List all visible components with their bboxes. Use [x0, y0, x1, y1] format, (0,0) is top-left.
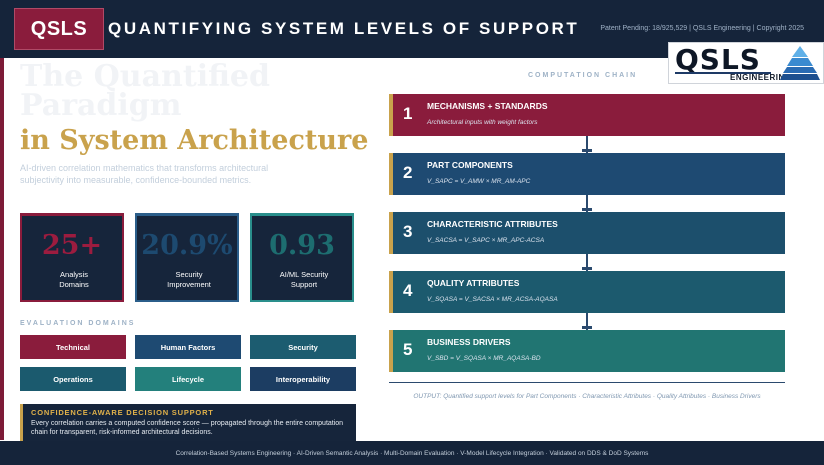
- step-number: 5: [403, 340, 413, 359]
- confidence-title: CONFIDENCE-AWARE DECISION SUPPORT: [31, 408, 214, 417]
- left-accent-bar: [0, 58, 4, 440]
- stat-card-domains: 25+ Analysis Domains: [20, 213, 124, 302]
- chain-step-1: 1 MECHANISMS + STANDARDS Architectural i…: [389, 94, 785, 136]
- chain-connector-cap: [582, 149, 592, 152]
- page-title: QUANTIFYING SYSTEM LEVELS OF SUPPORT: [108, 19, 580, 38]
- confidence-text: Every correlation carries a computed con…: [31, 420, 344, 436]
- domain-lifecycle[interactable]: Lifecycle: [135, 367, 241, 391]
- stat-card-security: 20.9% Security Improvement: [135, 213, 239, 302]
- stat-value: 25+: [41, 230, 103, 261]
- hero-title: in System Architecture: [20, 125, 369, 156]
- stat-value: 20.9%: [141, 230, 233, 261]
- step-title: BUSINESS DRIVERS: [427, 337, 511, 347]
- domain-human-factors[interactable]: Human Factors: [135, 335, 241, 359]
- chain-step-2: 2 PART COMPONENTS V_SAPC = V_AMW × MR_AM…: [389, 153, 785, 195]
- pyramid-icon: [780, 46, 820, 80]
- chain-connector-cap: [582, 326, 592, 329]
- header-bar: QSLS QUANTIFYING SYSTEM LEVELS OF SUPPOR…: [0, 0, 824, 58]
- domain-operations[interactable]: Operations: [20, 367, 126, 391]
- chain-connector: [586, 136, 588, 153]
- step-number: 1: [403, 104, 413, 123]
- computation-chain-label: COMPUTATION CHAIN: [528, 72, 638, 79]
- chain-connector: [586, 313, 588, 330]
- domain-interoperability[interactable]: Interoperability: [250, 367, 356, 391]
- chain-output-note: OUTPUT: Quantified support levels for Pa…: [413, 393, 761, 400]
- domain-technical[interactable]: Technical: [20, 335, 126, 359]
- chain-connector-cap: [582, 208, 592, 211]
- chain-step-5: 5 BUSINESS DRIVERS V_SBD = V_SQASA × MR_…: [389, 330, 785, 372]
- step-formula: V_SACSA = V_SAPC × MR_APC-ACSA: [427, 237, 545, 244]
- chain-connector: [586, 195, 588, 212]
- stat-label: Security Improvement: [167, 270, 211, 289]
- header-badge: QSLS: [14, 8, 104, 50]
- stat-value: 0.93: [269, 230, 335, 261]
- stat-label: AI/ML Security Support: [279, 270, 329, 289]
- qsls-logo: QSLS ENGINEERING: [668, 42, 824, 84]
- domain-security[interactable]: Security: [250, 335, 356, 359]
- step-number: 2: [403, 163, 413, 182]
- step-formula: Architectural inputs with weight factors: [427, 119, 538, 126]
- logo-wordmark: QSLS: [675, 43, 761, 76]
- step-formula: V_SAPC = V_AMW × MR_AM-APC: [427, 178, 531, 185]
- chain-divider: [389, 382, 785, 383]
- chain-connector: [586, 254, 588, 271]
- step-number: 3: [403, 222, 413, 241]
- stat-label: Analysis Domains: [59, 270, 89, 289]
- step-number: 4: [403, 281, 413, 300]
- step-title: MECHANISMS + STANDARDS: [427, 101, 548, 111]
- logo-subtitle: ENGINEERING: [730, 73, 792, 82]
- step-formula: V_SBD = V_SQASA × MR_AQASA-BD: [427, 355, 541, 362]
- chain-step-4: 4 QUALITY ATTRIBUTES V_SQASA = V_SACSA ×…: [389, 271, 785, 313]
- stat-card-aiml: 0.93 AI/ML Security Support: [250, 213, 354, 302]
- step-title: QUALITY ATTRIBUTES: [427, 278, 520, 288]
- ghost-line-1: The Quantified: [20, 59, 270, 94]
- evaluation-domains-label: EVALUATION DOMAINS: [20, 320, 136, 327]
- step-title: PART COMPONENTS: [427, 160, 513, 170]
- chain-connector-cap: [582, 267, 592, 270]
- logo-underline: [675, 72, 771, 74]
- chain-step-3: 3 CHARACTERISTIC ATTRIBUTES V_SACSA = V_…: [389, 212, 785, 254]
- footer-bar: Correlation-Based Systems Engineering · …: [0, 441, 824, 465]
- hero-ghost-heading: The Quantified Paradigm: [20, 59, 270, 123]
- ghost-line-2: Paradigm: [20, 88, 182, 123]
- step-formula: V_SQASA = V_SACSA × MR_ACSA-AQASA: [427, 296, 558, 303]
- header-meta: Patent Pending: 18/925,529 | QSLS Engine…: [600, 25, 804, 32]
- confidence-panel: CONFIDENCE-AWARE DECISION SUPPORT Every …: [20, 404, 356, 442]
- step-title: CHARACTERISTIC ATTRIBUTES: [427, 219, 558, 229]
- hero-subtitle: AI-driven correlation mathematics that t…: [20, 163, 269, 185]
